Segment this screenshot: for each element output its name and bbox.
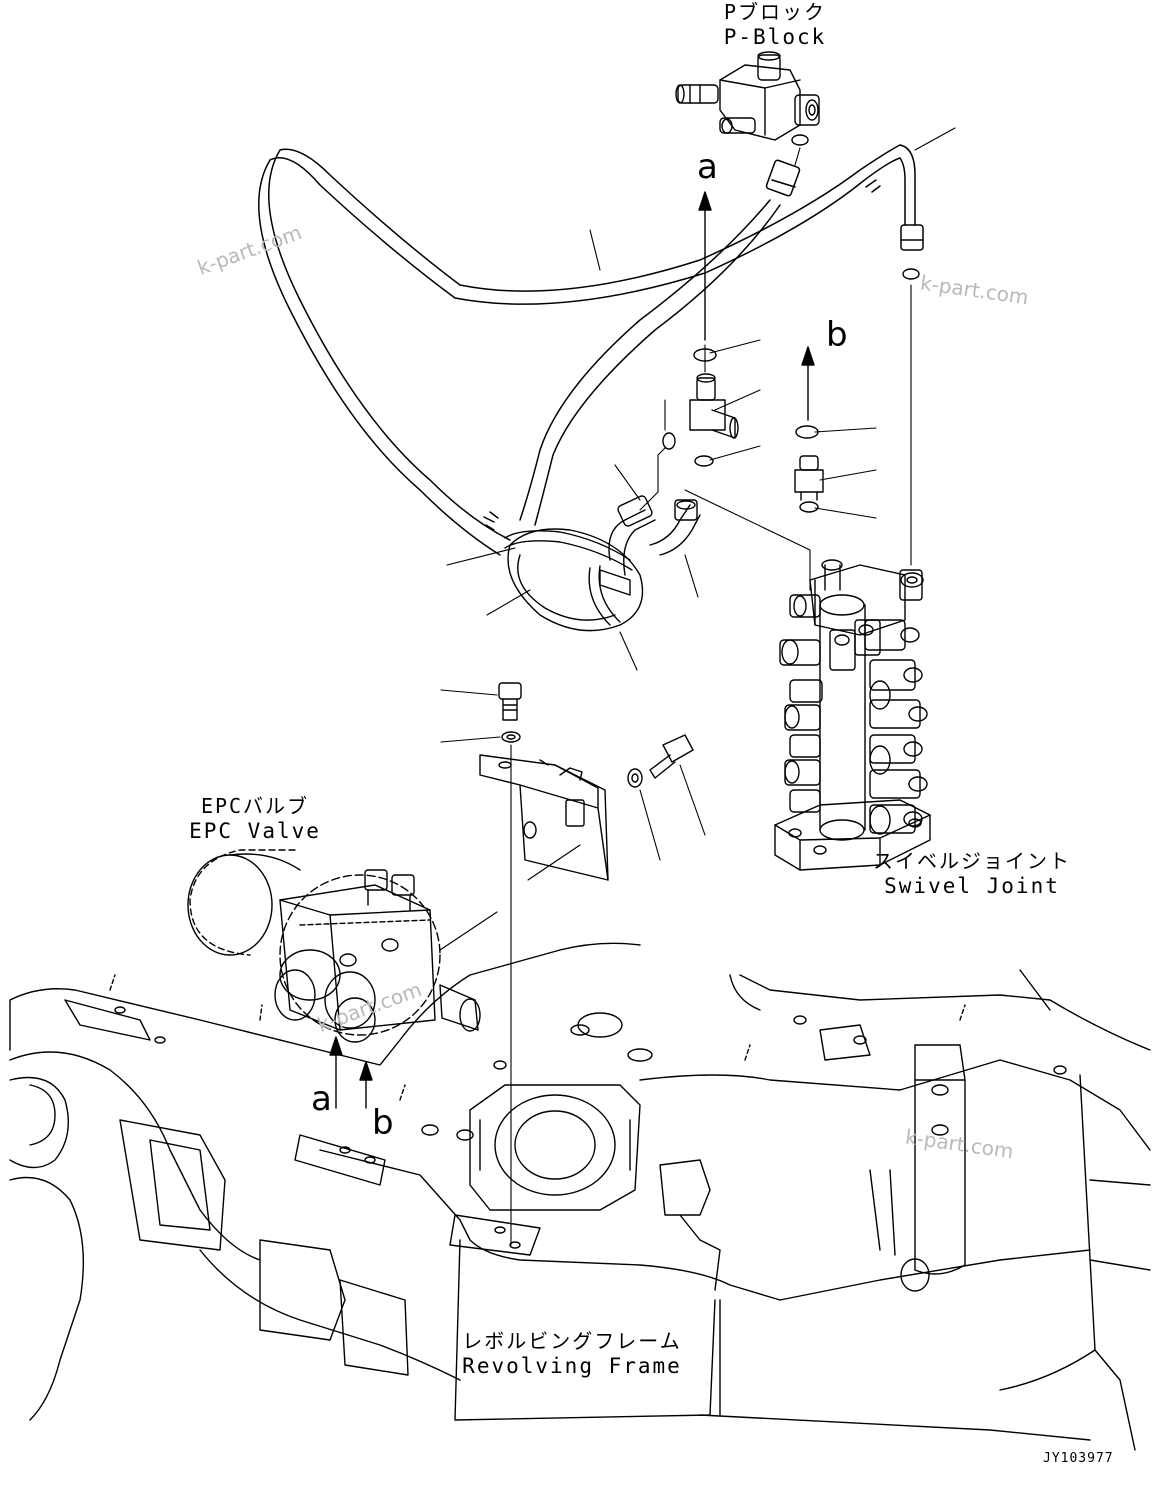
small-parts	[499, 135, 919, 787]
swivel-joint	[775, 560, 930, 870]
hose-clamp	[505, 529, 643, 631]
flow-marker-a-top: a	[697, 147, 718, 187]
flow-arrows	[330, 192, 814, 1108]
p-block-label-jp: Pブロック	[723, 0, 827, 24]
flow-marker-b-top: b	[826, 315, 848, 355]
p-block	[676, 52, 819, 140]
epc-valve	[188, 850, 480, 1042]
swivel-joint-label-jp: スイベルジョイント	[873, 849, 1071, 873]
p-block-label-en: P-Block	[723, 25, 827, 49]
swivel-ports-right	[865, 620, 927, 834]
revolving-frame	[10, 943, 1150, 1450]
flow-marker-a-bottom: a	[311, 1079, 332, 1119]
epc-valve-label-jp: EPCバルブ	[200, 794, 310, 818]
leader-lines	[440, 128, 955, 1245]
epc-valve-label-en: EPC Valve	[189, 819, 321, 843]
revolving-frame-label-en: Revolving Frame	[462, 1354, 682, 1378]
flow-marker-b-bottom: b	[372, 1103, 394, 1143]
drawing-code: JY103977	[1043, 1451, 1114, 1466]
revolving-frame-label-jp: レボルビングフレーム	[462, 1329, 682, 1353]
swivel-joint-label-en: Swivel Joint	[884, 874, 1060, 898]
swivel-ports-left	[780, 595, 822, 812]
hoses	[259, 145, 923, 555]
mounting-bracket	[480, 755, 608, 880]
elbow-fittings	[600, 495, 700, 595]
